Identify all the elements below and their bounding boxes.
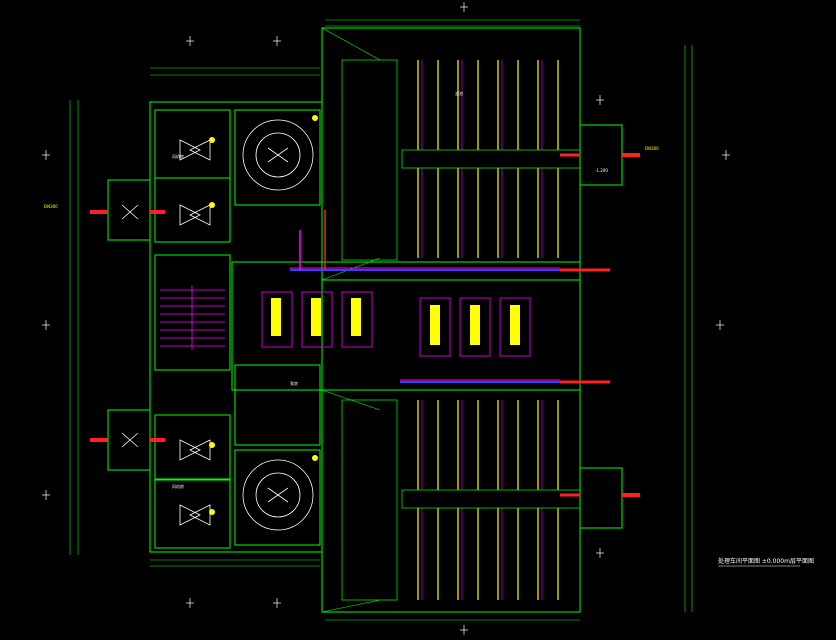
fan-label-dots: [209, 115, 318, 515]
drawing-title: 处理车间平面图 ±0.000m层平面图: [718, 557, 814, 565]
label-pipe-out: DN300: [645, 146, 659, 151]
label-tank: 滤池: [455, 90, 463, 96]
valve-symbols: [121, 204, 139, 448]
label-elevation: -1.200: [595, 168, 608, 173]
dimension-lines: [69, 19, 693, 621]
label-pump-room: 泵房: [290, 380, 298, 386]
stairs: [160, 285, 225, 350]
filter-tanks-top: [321, 27, 581, 281]
label-fan-room-top: 风机房: [172, 153, 184, 159]
filter-tanks-bottom: [321, 389, 581, 613]
axis-markers: [42, 2, 730, 635]
fan-units: [179, 119, 314, 531]
pipe-network: [90, 153, 640, 497]
label-fan-room-bottom: 风机房: [172, 483, 184, 489]
label-pipe-in: DN300: [44, 204, 58, 209]
pump-units: [261, 291, 531, 357]
